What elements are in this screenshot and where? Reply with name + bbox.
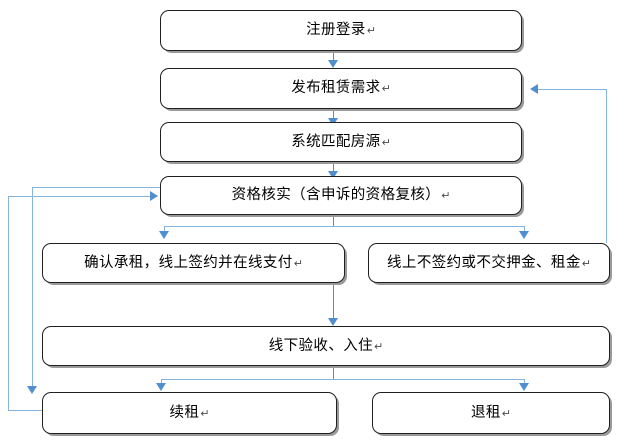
arrowhead-left-publish-demand xyxy=(530,84,538,94)
node-inspect-move[interactable]: 线下验收、入住↵ xyxy=(42,326,610,366)
node-no-sign[interactable]: 线上不签约或不交押金、租金↵ xyxy=(368,243,610,283)
edge-verify-to-confirm-drop xyxy=(164,226,165,234)
edge-renew-loop-inner-vertical xyxy=(32,187,33,392)
edge-register-to-publish xyxy=(333,51,334,64)
edge-renew-loop-outer-top xyxy=(8,196,156,197)
edge-verify-to-nosign-drop xyxy=(524,226,525,234)
node-verify[interactable]: 资格核实（含申诉的资格复核）↵ xyxy=(160,176,522,215)
arrowhead-down-inspect xyxy=(328,318,338,326)
node-renew-label: 续租 xyxy=(169,404,200,421)
node-verify-label: 资格核实（含申诉的资格复核） xyxy=(231,187,441,204)
arrowhead-down-terminate xyxy=(519,383,529,391)
node-confirm-sign-label: 确认承租，线上签约并在线支付 xyxy=(84,254,293,271)
edge-match-to-verify xyxy=(333,162,334,175)
node-register[interactable]: 注册登录↵ xyxy=(160,10,522,51)
pilcrow-mark: ↵ xyxy=(581,256,591,270)
arrowhead-down-verify xyxy=(328,171,338,179)
arrowhead-down-no-sign xyxy=(519,231,529,239)
edge-renew-loop-outer-vertical xyxy=(8,196,9,411)
pilcrow-mark: ↵ xyxy=(441,189,451,202)
edge-renew-loop-inner-top xyxy=(32,187,162,188)
arrowhead-down-renew-return xyxy=(27,386,37,394)
pilcrow-mark: ↵ xyxy=(381,82,391,95)
node-register-label: 注册登录 xyxy=(306,22,366,39)
edge-verify-split-bar xyxy=(164,226,525,227)
edge-inspect-to-terminate-drop xyxy=(524,379,525,386)
edge-publish-to-match xyxy=(333,109,334,122)
edge-inspect-to-renew-drop xyxy=(161,379,162,386)
edge-inspect-split-stem xyxy=(333,366,334,379)
arrowhead-down-publish xyxy=(328,60,338,68)
edge-renew-loop-outer-bottom xyxy=(8,410,44,411)
node-inspect-move-label: 线下验收、入住 xyxy=(268,337,374,354)
pilcrow-mark: ↵ xyxy=(366,24,376,37)
node-publish-demand-label: 发布租赁需求 xyxy=(291,80,381,97)
edge-inspect-split-bar xyxy=(161,379,525,380)
edge-verify-split-stem xyxy=(333,215,334,227)
arrowhead-down-renew xyxy=(156,383,166,391)
node-no-sign-label: 线上不签约或不交押金、租金 xyxy=(387,254,581,271)
pilcrow-mark: ↵ xyxy=(381,135,391,149)
node-publish-demand[interactable]: 发布租赁需求↵ xyxy=(160,68,522,109)
edge-nosign-loop-horizontal xyxy=(538,89,607,90)
arrowhead-down-confirm-sign xyxy=(159,231,169,239)
node-renew[interactable]: 续租↵ xyxy=(42,392,337,434)
node-confirm-sign[interactable]: 确认承租，线上签约并在线支付↵ xyxy=(42,243,345,283)
pilcrow-mark: ↵ xyxy=(293,256,303,270)
node-terminate-label: 退租 xyxy=(470,404,501,421)
node-terminate[interactable]: 退租↵ xyxy=(372,392,610,434)
pilcrow-mark: ↵ xyxy=(501,406,512,420)
node-match-house[interactable]: 系统匹配房源↵ xyxy=(160,122,522,162)
arrowhead-right-verify xyxy=(150,191,158,201)
edge-nosign-loop-vertical xyxy=(606,90,607,243)
pilcrow-mark: ↵ xyxy=(374,339,384,353)
pilcrow-mark: ↵ xyxy=(200,406,210,420)
edge-confirm-to-inspect xyxy=(333,283,334,321)
node-match-house-label: 系统匹配房源 xyxy=(291,133,381,150)
